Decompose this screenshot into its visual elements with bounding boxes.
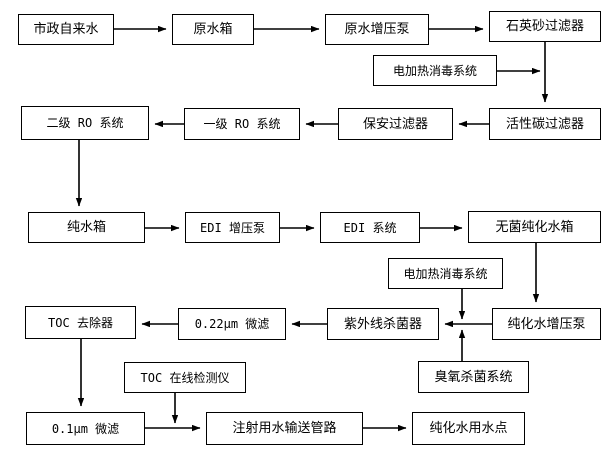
- node-electric-heating-disinfection-system-2[interactable]: 电加热消毒系统: [388, 258, 503, 289]
- node-raw-water-tank[interactable]: 原水箱: [172, 14, 254, 45]
- node-toc-remover[interactable]: TOC 去除器: [25, 306, 136, 339]
- node-label: 0.1μm 微滤: [51, 421, 120, 436]
- node-label: 活性碳过滤器: [505, 116, 584, 132]
- node-electric-heating-disinfection-system-1[interactable]: 电加热消毒系统: [373, 55, 497, 86]
- node-raw-water-booster-pump[interactable]: 原水增压泵: [325, 14, 429, 45]
- node-label: 二级 RO 系统: [46, 116, 124, 130]
- node-microfilter-022um[interactable]: 0.22μm 微滤: [178, 308, 286, 340]
- node-sterile-purified-water-tank[interactable]: 无菌纯化水箱: [468, 211, 601, 243]
- node-purified-water-use-point[interactable]: 纯化水用水点: [412, 412, 525, 445]
- node-label: TOC 去除器: [48, 315, 113, 330]
- node-pure-water-tank[interactable]: 纯水箱: [28, 212, 145, 243]
- node-label: 电加热消毒系统: [403, 266, 488, 281]
- node-ro-stage-2-system[interactable]: 二级 RO 系统: [21, 106, 149, 140]
- node-label: TOC 在线检测仪: [140, 370, 230, 385]
- node-edi-system[interactable]: EDI 系统: [320, 212, 420, 243]
- node-label: 纯化水增压泵: [507, 316, 586, 332]
- node-ozone-sterilization-system[interactable]: 臭氧杀菌系统: [418, 361, 529, 393]
- node-label: 无菌纯化水箱: [495, 219, 574, 235]
- node-municipal-tap-water[interactable]: 市政自来水: [18, 14, 114, 45]
- node-uv-sterilizer[interactable]: 紫外线杀菌器: [327, 308, 439, 340]
- node-microfilter-01um[interactable]: 0.1μm 微滤: [26, 412, 145, 445]
- node-label: 纯化水用水点: [429, 421, 508, 436]
- node-ro-stage-1-system[interactable]: 一级 RO 系统: [184, 108, 300, 140]
- node-purified-water-booster-pump[interactable]: 纯化水增压泵: [492, 308, 601, 340]
- node-edi-booster-pump[interactable]: EDI 增压泵: [185, 212, 280, 243]
- node-toc-online-analyzer[interactable]: TOC 在线检测仪: [124, 362, 246, 393]
- node-label: 原水箱: [193, 22, 233, 37]
- node-security-filter[interactable]: 保安过滤器: [338, 108, 453, 140]
- node-label: 紫外线杀菌器: [343, 316, 422, 332]
- node-quartz-sand-filter[interactable]: 石英砂过滤器: [489, 11, 601, 42]
- node-label: 石英砂过滤器: [505, 19, 584, 34]
- node-label: 电加热消毒系统: [392, 63, 477, 78]
- node-label: EDI 增压泵: [200, 220, 265, 235]
- node-wfi-distribution-pipeline[interactable]: 注射用水输送管路: [206, 412, 363, 445]
- node-label: 纯水箱: [66, 220, 106, 235]
- node-label: 原水增压泵: [344, 22, 410, 37]
- node-label: 保安过滤器: [362, 116, 428, 132]
- node-label: 0.22μm 微滤: [194, 317, 270, 331]
- node-activated-carbon-filter[interactable]: 活性碳过滤器: [489, 108, 601, 140]
- node-label: 市政自来水: [33, 22, 99, 37]
- node-label: 臭氧杀菌系统: [434, 369, 513, 385]
- node-label: EDI 系统: [343, 220, 397, 235]
- node-label: 注射用水输送管路: [232, 421, 337, 436]
- node-label: 一级 RO 系统: [203, 117, 281, 131]
